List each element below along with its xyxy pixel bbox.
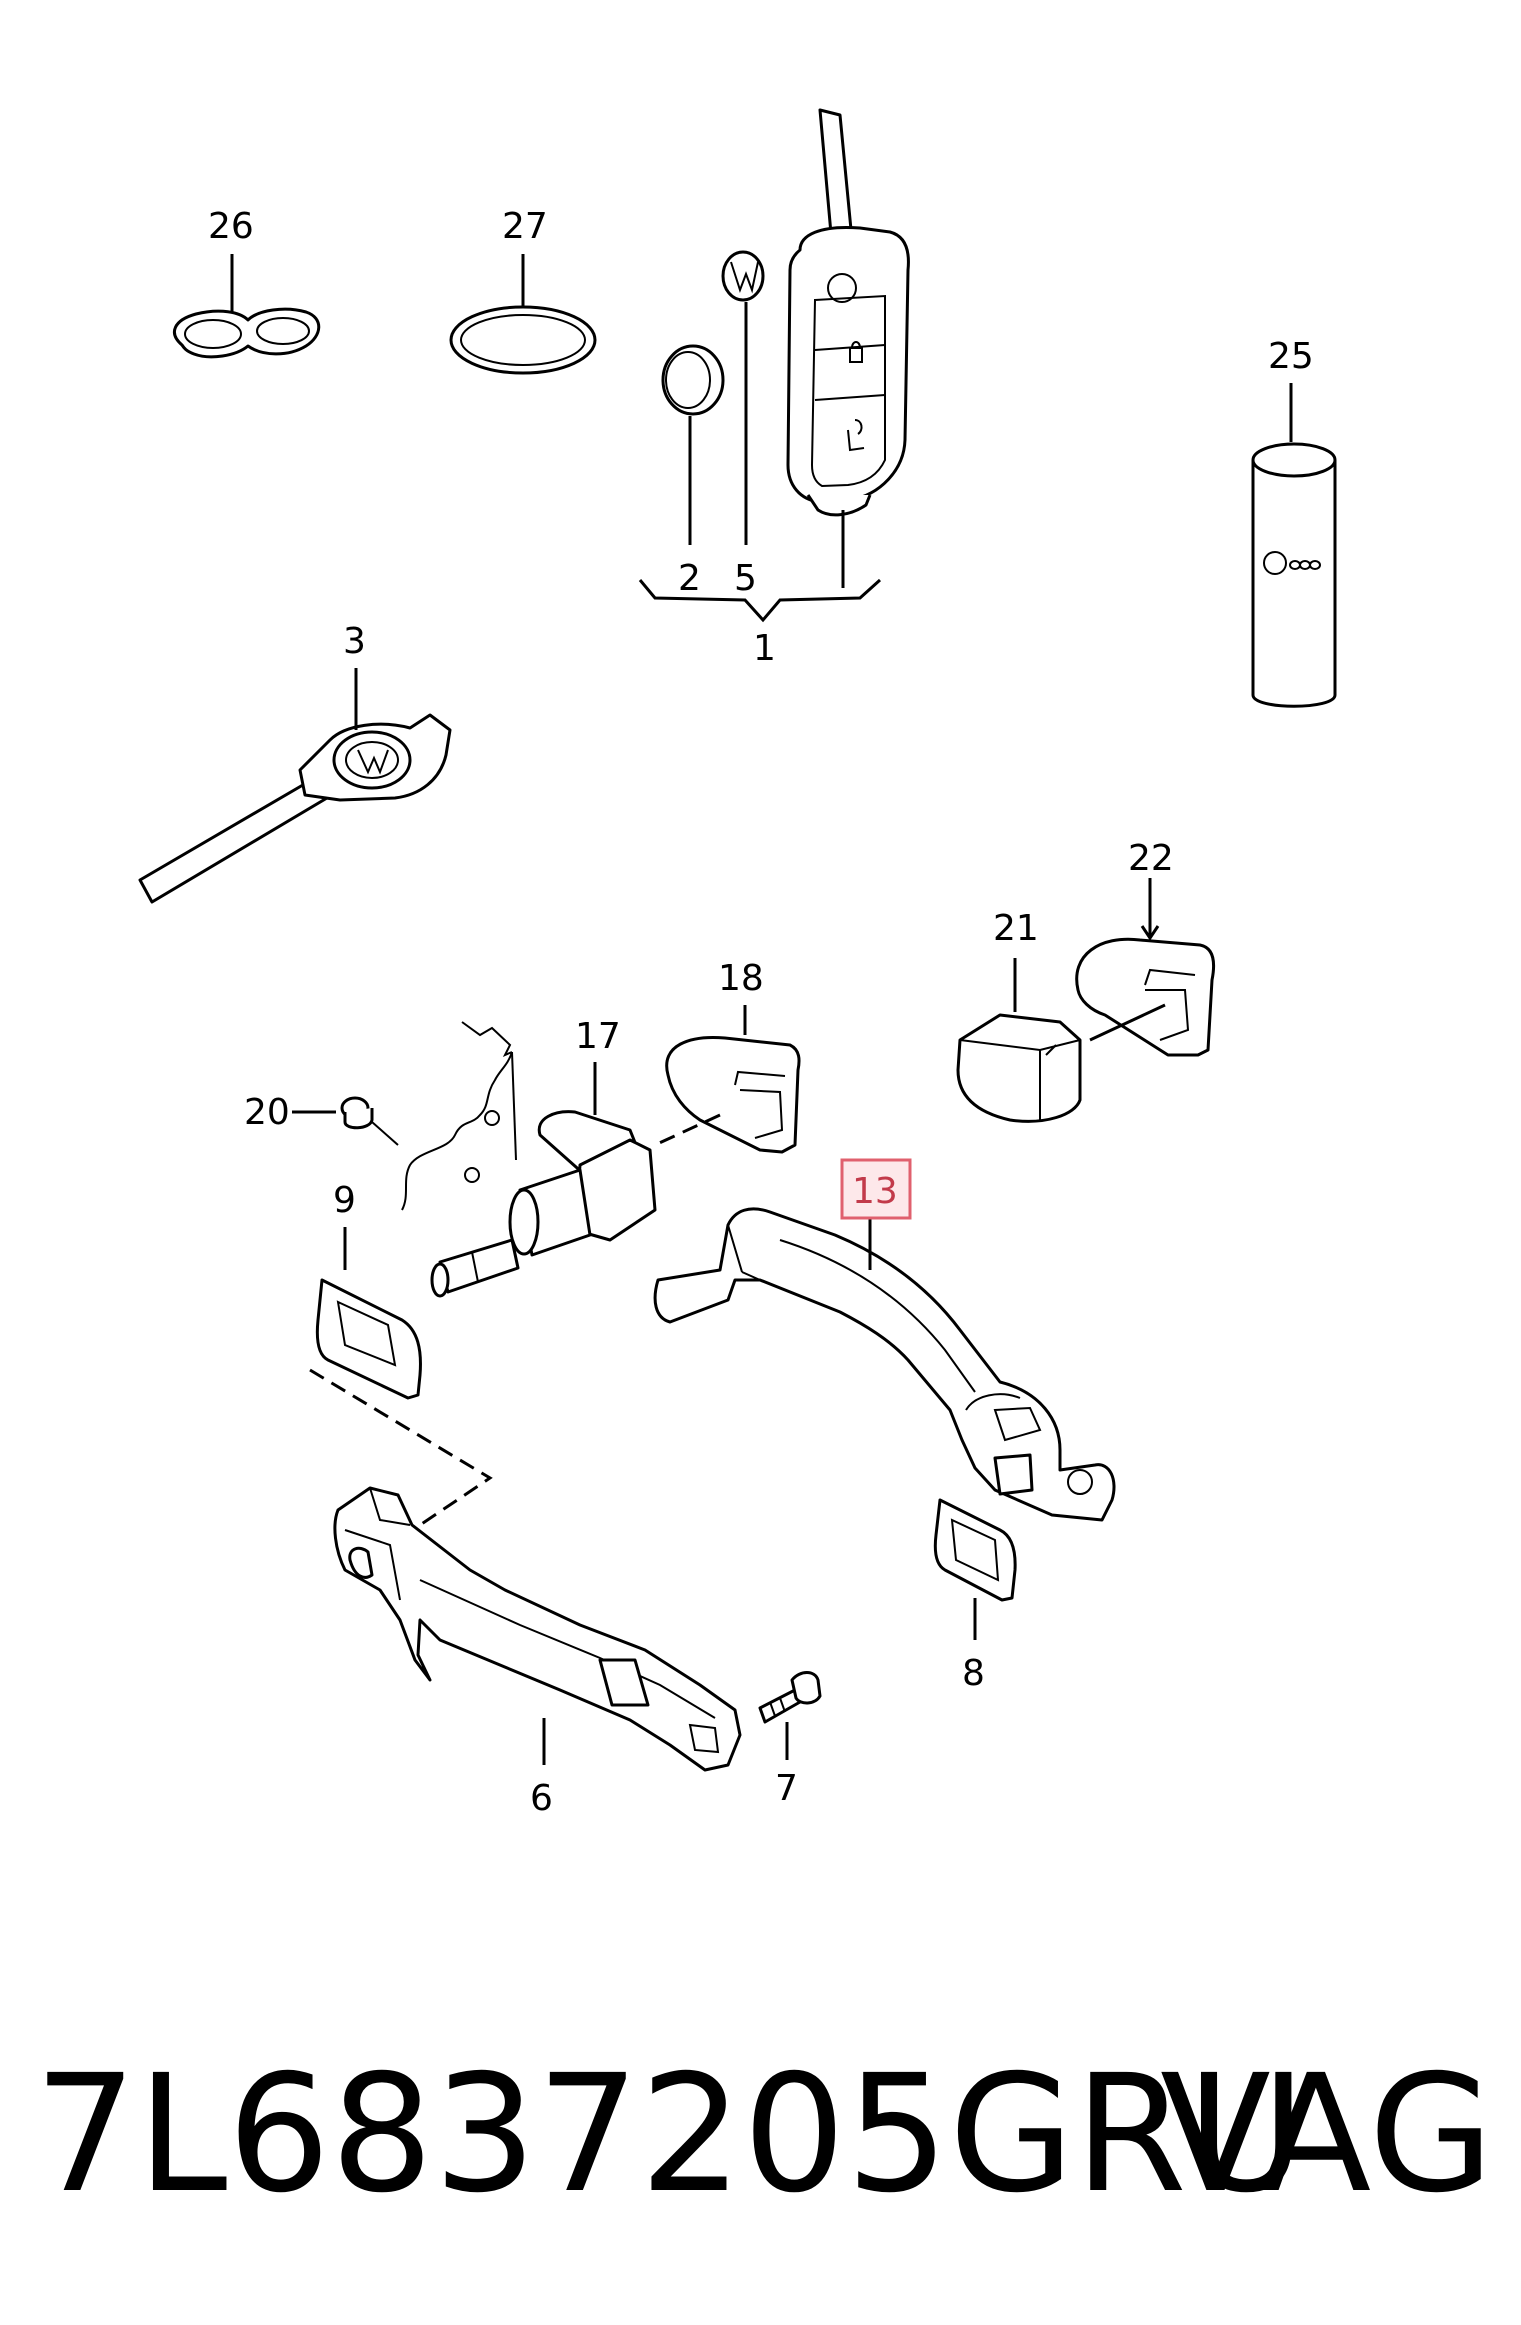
part-25-tube [1251, 442, 1337, 708]
part-22-end-cap [1075, 937, 1215, 1057]
callout-7: 7 [775, 1768, 798, 1809]
callout-2: 2 [678, 558, 701, 599]
part-7-bolt [758, 1671, 822, 1724]
callout-13: 13 [852, 1171, 898, 1212]
callout-1: 1 [753, 628, 776, 669]
folding-key-icon [786, 108, 910, 517]
vw-emblem-icon [721, 250, 765, 302]
part-21-cap [956, 1013, 1082, 1123]
callout-8: 8 [962, 1653, 985, 1694]
door-handle-icon [653, 1207, 1116, 1522]
part-2-battery [661, 344, 725, 416]
callout-21: 21 [993, 908, 1039, 949]
callout-9: 9 [333, 1180, 356, 1221]
part-6-bracket [333, 1486, 742, 1772]
part-17-lock-cylinder [430, 1110, 657, 1298]
part-26-double-seal [172, 307, 321, 359]
callout-18: 18 [718, 958, 764, 999]
part-9-gasket [315, 1278, 422, 1400]
callout-3: 3 [343, 621, 366, 662]
callout-17: 17 [575, 1016, 621, 1057]
callout-26: 26 [208, 206, 254, 247]
callout-5: 5 [734, 558, 757, 599]
callout-20: 20 [244, 1092, 290, 1133]
callout-6: 6 [530, 1778, 553, 1819]
part-3-key-blade [138, 713, 452, 904]
callout-25: 25 [1268, 336, 1314, 377]
part-number: 7L6837205GRU [34, 2041, 1306, 2229]
callout-13-highlight[interactable]: 13 [840, 1158, 912, 1220]
part-8-gasket [933, 1498, 1017, 1602]
part-27-o-ring [449, 305, 597, 375]
part-20-screw [340, 1096, 399, 1146]
part-18-end-cap [665, 1035, 801, 1154]
callout-27: 27 [502, 206, 548, 247]
footer: 7L6837205GRU VAG [34, 2035, 1494, 2235]
callout-22: 22 [1128, 838, 1174, 879]
brand-name: VAG [1160, 2041, 1494, 2229]
